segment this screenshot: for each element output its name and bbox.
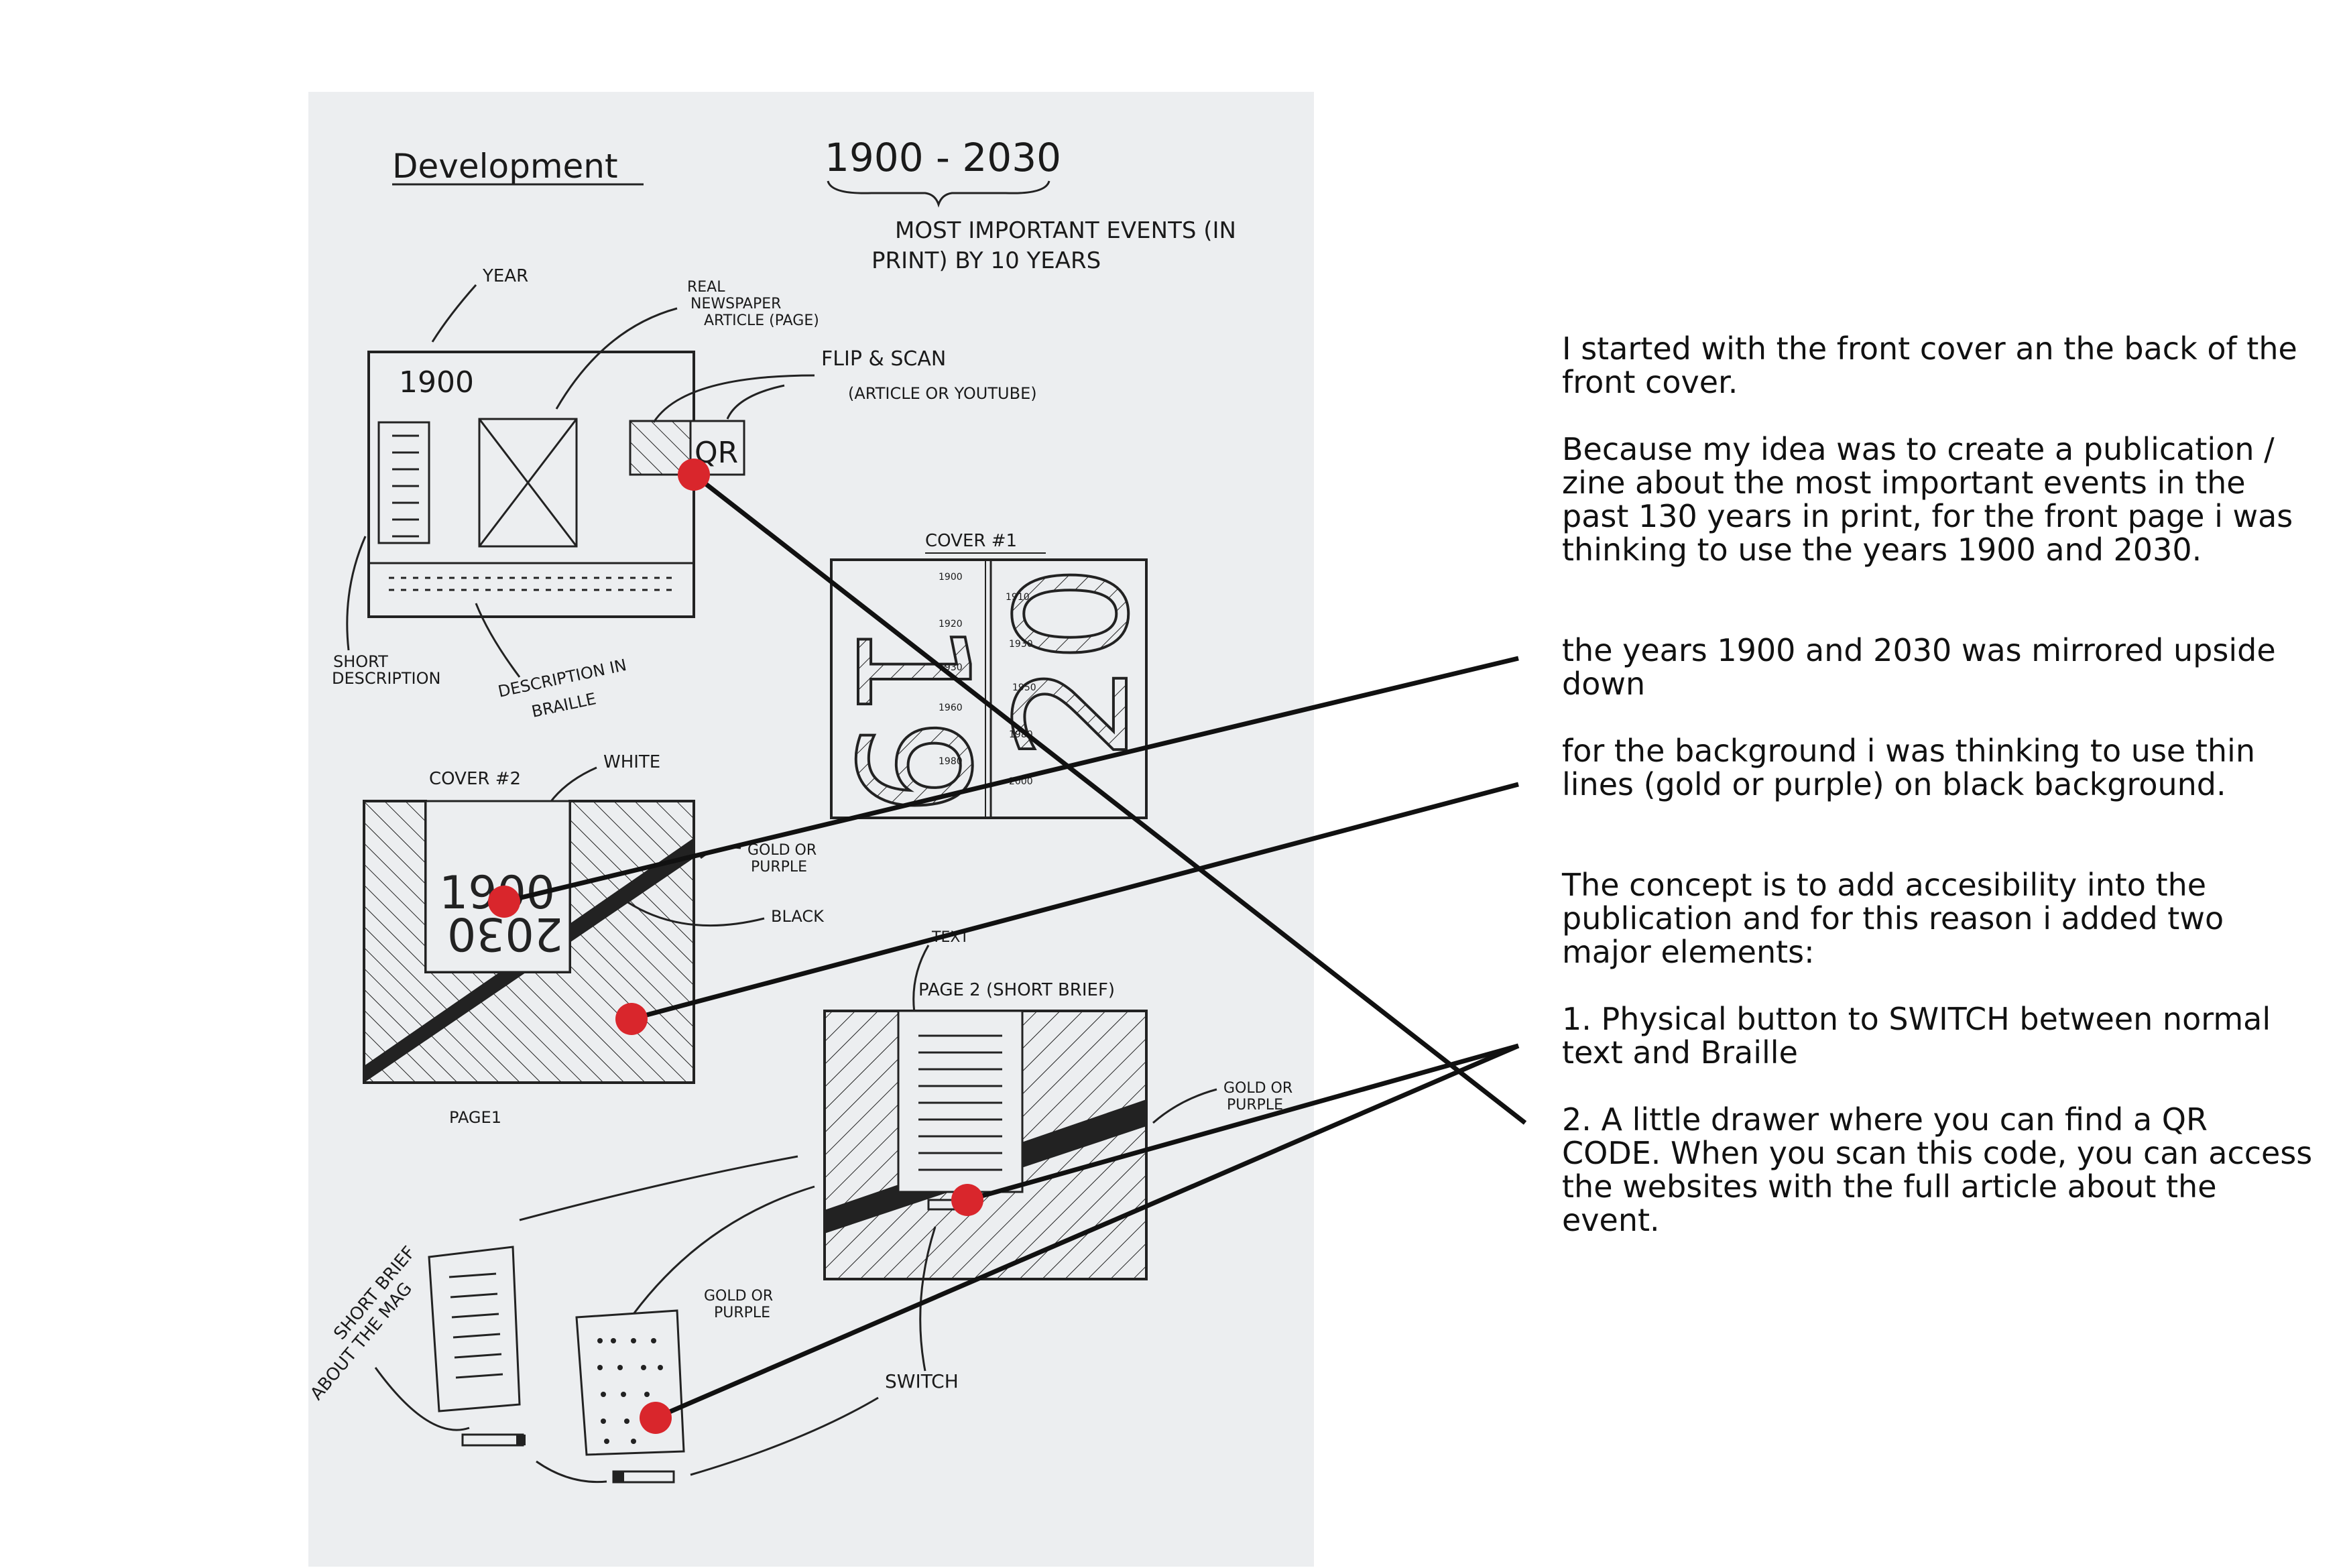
label-switch: SWITCH [885, 1370, 959, 1392]
label-gold-purple-b1: GOLD OR [1223, 1080, 1292, 1097]
note-idea: Because my idea was to create a publicat… [1562, 432, 2313, 566]
tick-right-1: 1930 [1009, 639, 1033, 650]
label-page1: PAGE1 [449, 1108, 501, 1127]
tick-left-1: 1920 [939, 619, 963, 629]
sketch-subtitle-line2: PRINT) BY 10 YEARS [871, 247, 1101, 274]
label-gold-purple-b2: PURPLE [1227, 1097, 1283, 1113]
label-page2: PAGE 2 (SHORT BRIEF) [918, 980, 1115, 1000]
label-cover1: COVER #1 [925, 531, 1017, 551]
label-flip-scan-sub: (ARTICLE OR YOUTUBE) [848, 384, 1037, 403]
marker-cover2-years [488, 886, 520, 918]
marker-braille-page [640, 1402, 672, 1434]
label-year: YEAR [482, 266, 528, 286]
marker-qr [678, 459, 710, 491]
label-braille-desc-1: DESCRIPTION IN [496, 656, 628, 701]
tick-right-0: 1910 [1006, 592, 1030, 603]
label-real-2: NEWSPAPER [690, 296, 781, 312]
tick-left-3: 1960 [939, 703, 963, 713]
label-gold-purple-c2: PURPLE [714, 1305, 770, 1321]
sketch-title: Development [392, 147, 618, 186]
note-front-cover: I started with the front cover an the ba… [1562, 332, 2313, 399]
label-gold-purple-c1: GOLD OR [704, 1288, 773, 1305]
note-drawer: 2. A little drawer where you can find a … [1562, 1103, 2313, 1237]
note-background: for the background i was thinking to use… [1562, 734, 2313, 801]
sketch-year-range: 1900 - 2030 [825, 135, 1061, 180]
label-braille-desc-2: BRAILLE [530, 689, 597, 721]
label-cover2: COVER #2 [429, 769, 521, 789]
note-concept: The concept is to add accesibility into … [1562, 868, 2313, 969]
label-flip-scan: FLIP & SCAN [821, 347, 946, 371]
marker-background [615, 1003, 648, 1035]
note-switch: 1. Physical button to SWITCH between nor… [1562, 1002, 2313, 1069]
label-white: WHITE [603, 752, 660, 772]
tick-left-0: 1900 [939, 572, 963, 583]
marker-switch-drawer [951, 1184, 983, 1216]
note-mirrored: the years 1900 and 2030 was mirrored ups… [1562, 634, 2313, 701]
label-short-desc-2: DESCRIPTION [332, 669, 440, 688]
label-black: BLACK [771, 907, 825, 926]
label-gold-purple-2: PURPLE [751, 859, 807, 876]
label-real-1: REAL [687, 279, 725, 296]
tick-left-4: 1980 [939, 756, 963, 767]
sketch-subtitle-line1: MOST IMPORTANT EVENTS (IN [895, 217, 1236, 244]
tick-right-2: 1950 [1012, 682, 1036, 693]
label-real-3: ARTICLE (PAGE) [704, 312, 819, 329]
label-gold-purple-1: GOLD OR [747, 842, 817, 859]
label-1900: 1900 [399, 365, 474, 400]
label-short-desc-1: SHORT [333, 652, 388, 671]
